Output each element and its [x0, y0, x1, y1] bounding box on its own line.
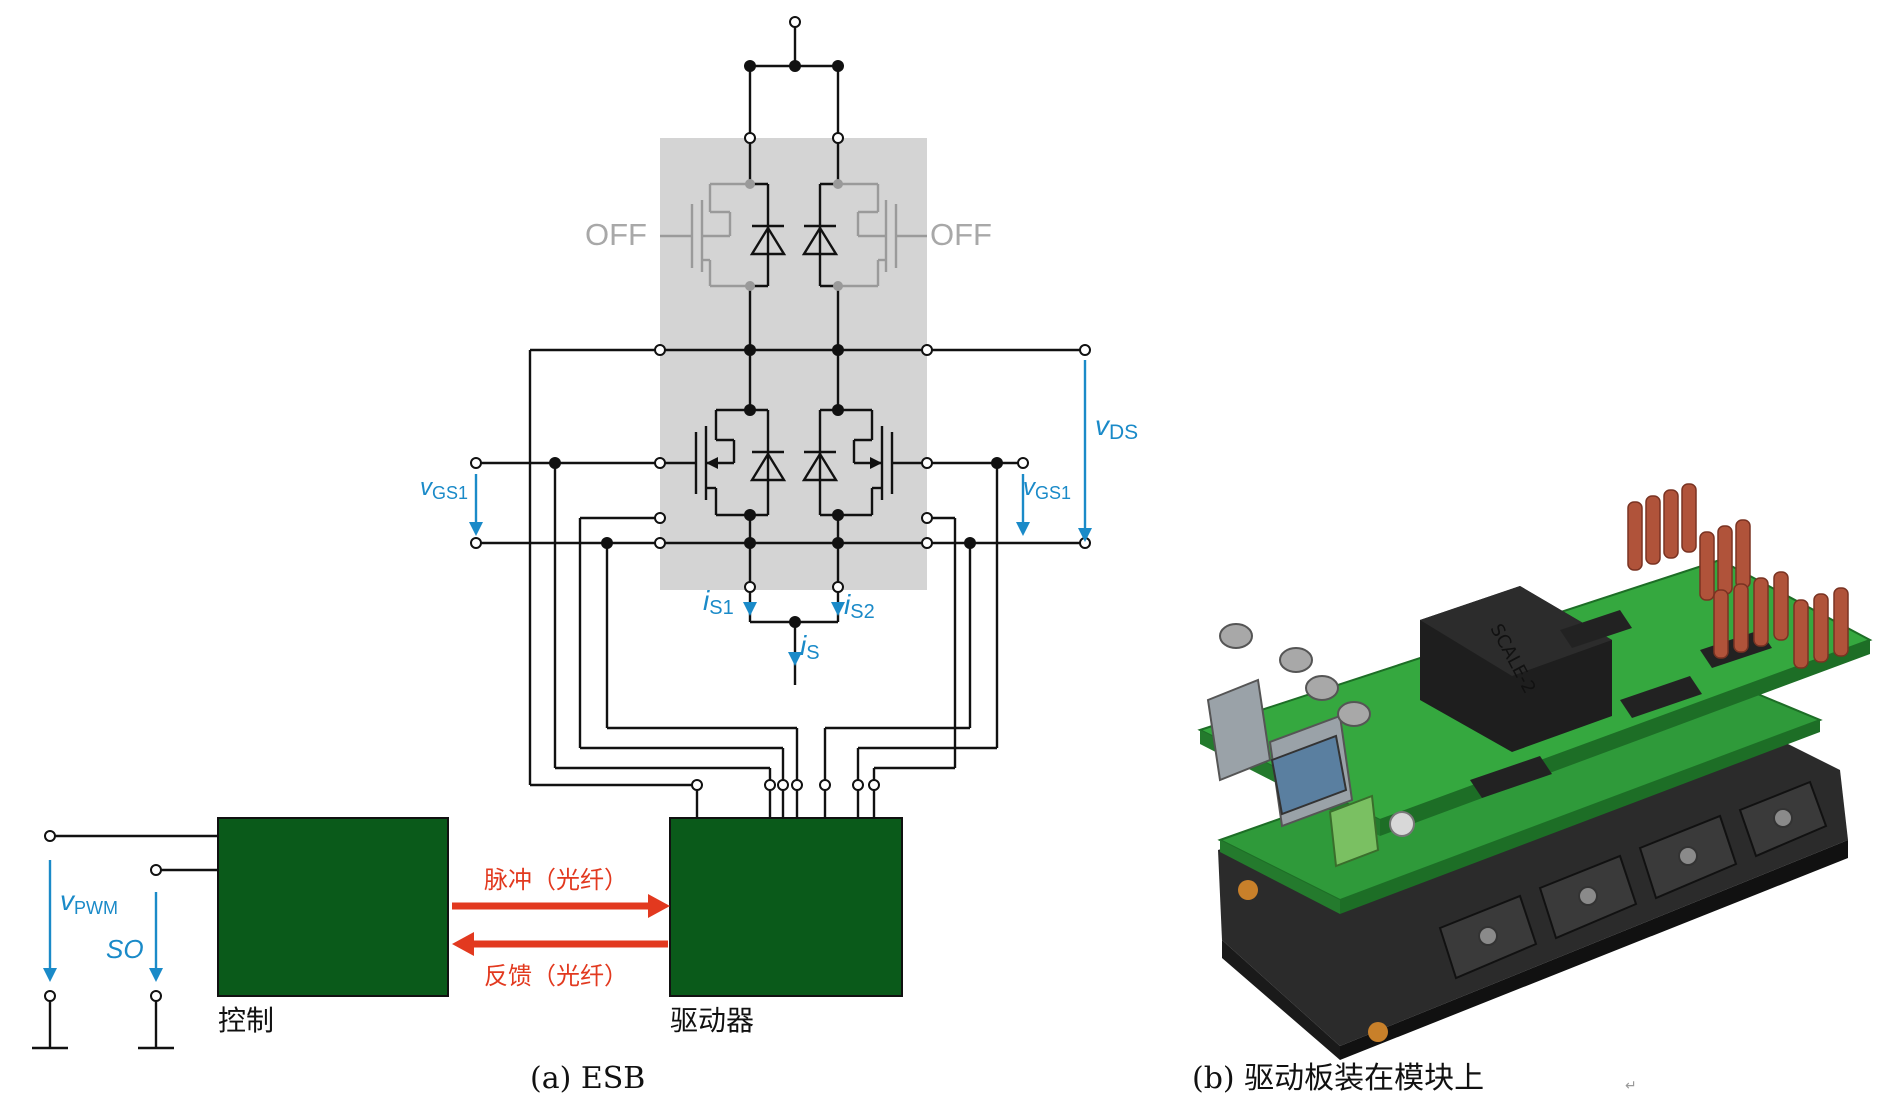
is1-label: iS1 [703, 585, 734, 619]
fiber-links [452, 894, 670, 956]
caption-return-mark: ↵ [1625, 1078, 1637, 1094]
control-inputs [32, 830, 218, 1050]
pulse-label: 脉冲（光纤） [484, 866, 628, 894]
caption-a: (a) ESB [530, 1061, 645, 1096]
driver-label: 驱动器 [670, 1004, 754, 1037]
feedback-label: 反馈（光纤） [484, 962, 628, 990]
driver-board-photo: SCALE-2 [1197, 483, 1873, 1060]
vds-label: vDS [1095, 410, 1138, 444]
lower-left-switch [660, 350, 787, 543]
vgs-right-label: vGS1 [1023, 474, 1071, 503]
top-supply-net [744, 16, 844, 144]
is-label: iS [800, 630, 820, 664]
upper-right-switch [801, 142, 927, 350]
control-block [217, 817, 449, 997]
switch-shade-area [660, 138, 927, 590]
driver-routing [530, 726, 997, 818]
control-label: 控制 [218, 1004, 274, 1037]
gate-lines [470, 457, 1029, 768]
driver-block [669, 817, 903, 997]
upper-left-switch [660, 142, 787, 350]
so-label: SO [106, 934, 144, 964]
is2-label: iS2 [844, 589, 875, 623]
kelvin-lines [578, 512, 957, 748]
vgs-left-label: vGS1 [420, 474, 468, 503]
off-label-left: OFF [585, 217, 647, 252]
mid-bus [528, 344, 1091, 785]
lower-right-switch [801, 350, 927, 543]
vpwm-label: vPWM [60, 885, 118, 918]
caption-b: (b) 驱动板装在模块上 [1192, 1061, 1484, 1096]
measurement-arrows [43, 360, 1092, 982]
off-label-right: OFF [930, 217, 992, 252]
